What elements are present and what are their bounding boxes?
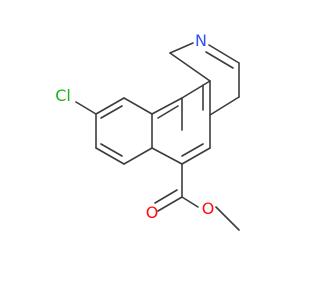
carbonyl-oxygen-label: O: [146, 203, 159, 222]
bond: [123, 147, 153, 165]
bond: [100, 105, 123, 119]
bond: [154, 189, 178, 204]
bond: [157, 105, 179, 119]
bond: [169, 42, 194, 54]
bond: [209, 96, 240, 116]
nitrogen-atom-label: N: [195, 31, 207, 50]
bond: [151, 147, 183, 165]
bond: [75, 101, 97, 115]
bond: [205, 51, 234, 69]
bond: [215, 206, 240, 231]
bond: [95, 147, 125, 165]
bond: [181, 147, 211, 165]
ester-oxygen-label: O: [202, 199, 215, 218]
bond: [95, 97, 125, 115]
bond: [123, 97, 153, 115]
bond: [169, 52, 211, 82]
bond: [208, 44, 240, 64]
bond: [181, 80, 211, 99]
bond: [181, 196, 199, 208]
molecule-canvas: N Cl O O: [55, 31, 240, 231]
bond: [181, 143, 204, 157]
chlorine-atom-label: Cl: [55, 86, 71, 105]
bonds: [75, 42, 240, 231]
structure-diagram: N Cl O O: [55, 31, 240, 231]
bond: [151, 97, 183, 115]
bond: [157, 196, 183, 212]
bond: [100, 143, 123, 157]
